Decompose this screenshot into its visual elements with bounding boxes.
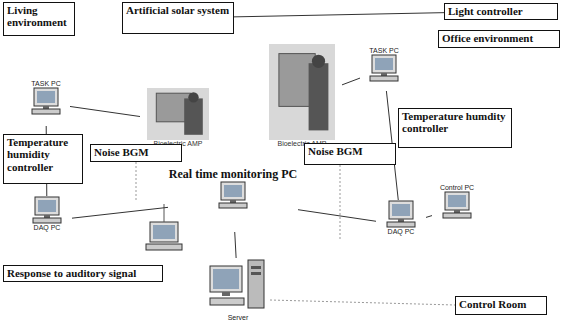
network-wire <box>342 78 360 85</box>
box-text: Noise BGM <box>94 146 178 158</box>
network-wire <box>164 204 165 222</box>
label-box: Temperature humdity controller <box>398 108 512 148</box>
screen <box>448 195 466 207</box>
screen <box>153 225 175 239</box>
network-wire <box>72 207 168 218</box>
amp-photo <box>269 44 335 140</box>
pc-label: Control PC <box>440 184 474 191</box>
photo-bg <box>147 88 209 140</box>
server-node: Server <box>206 258 270 328</box>
amp-photo <box>147 88 209 140</box>
person <box>184 98 203 134</box>
pc-icon <box>369 54 399 82</box>
box-text: Office environment <box>442 32 556 44</box>
pc-label: DAQ PC <box>388 228 415 235</box>
head <box>188 92 198 102</box>
dotted-wire <box>136 162 137 200</box>
pc-node: DAQ PC <box>376 200 426 250</box>
monitor <box>221 182 245 200</box>
keyboard <box>387 222 415 227</box>
network-wire <box>298 210 376 222</box>
monitoring-pc: Real time monitoring PC <box>168 168 298 232</box>
drive <box>251 266 261 269</box>
label-box: Living environment <box>3 2 75 36</box>
box-text: Artificial solar system <box>126 4 230 16</box>
photo-bg <box>269 44 335 140</box>
screen <box>375 58 393 70</box>
keyboard <box>370 76 398 81</box>
label-box: Temperature humidity controller <box>3 134 83 184</box>
amplifier-node: Bioelectric AMP <box>262 44 342 156</box>
pc-node: DAQ PC <box>22 196 72 246</box>
network-wire <box>234 13 444 17</box>
screen <box>392 204 410 216</box>
monitor <box>445 192 469 210</box>
box-text: Temperature humidity controller <box>7 136 79 173</box>
box-text: Control Room <box>459 298 543 310</box>
monitor <box>372 55 396 73</box>
screen <box>37 91 55 103</box>
keyboard <box>32 109 60 114</box>
drive <box>251 272 261 275</box>
label-box: Response to auditory signal <box>3 265 163 282</box>
box-text: Response to auditory signal <box>7 267 159 279</box>
network-wire <box>235 232 236 258</box>
keyboard <box>33 218 61 223</box>
pc-icon <box>386 200 416 228</box>
pc-icon <box>218 181 248 209</box>
monitor <box>210 266 242 292</box>
server-icon <box>208 258 268 314</box>
screen <box>213 269 239 289</box>
monitor <box>35 197 59 215</box>
pc-icon <box>442 191 472 219</box>
dotted-wire <box>270 300 455 305</box>
dotted-wire <box>340 165 341 240</box>
keyboard <box>210 298 244 305</box>
person <box>309 63 329 130</box>
pc-label: TASK PC <box>369 47 398 54</box>
screen <box>224 185 242 197</box>
pc-node: TASK PC <box>360 47 408 91</box>
pc-node: Control PC <box>432 184 482 232</box>
pc-label: Real time monitoring PC <box>169 168 297 181</box>
pc-node: TASK PC <box>22 80 70 126</box>
pc-icon <box>32 196 62 224</box>
stand <box>222 292 230 296</box>
pc-label: DAQ PC <box>34 224 61 231</box>
monitor <box>34 88 58 106</box>
label-box: Light controller <box>444 3 558 20</box>
network-wire <box>426 216 432 218</box>
label-box: Noise BGM <box>90 144 182 162</box>
keyboard <box>443 213 471 218</box>
box-text: Living environment <box>7 4 71 29</box>
head <box>312 55 325 68</box>
monitor <box>389 201 413 219</box>
screen <box>38 200 56 212</box>
keyboard <box>219 203 247 208</box>
label-box: Control Room <box>455 296 547 315</box>
box-text: Light controller <box>448 5 554 17</box>
box-text: Temperature humdity controller <box>402 110 508 135</box>
keyboard <box>146 244 182 250</box>
box-text: Noise BGM <box>308 145 392 157</box>
server-label: Server <box>228 314 249 321</box>
extra-pc <box>146 222 182 250</box>
label-box: Noise BGM <box>304 143 396 165</box>
pc-icon <box>31 87 61 115</box>
label-box: Artificial solar system <box>122 2 234 34</box>
monitor <box>150 222 178 242</box>
label-box: Office environment <box>438 30 560 48</box>
pc-label: TASK PC <box>31 80 60 87</box>
tower <box>248 260 264 308</box>
network-wire <box>70 106 140 116</box>
